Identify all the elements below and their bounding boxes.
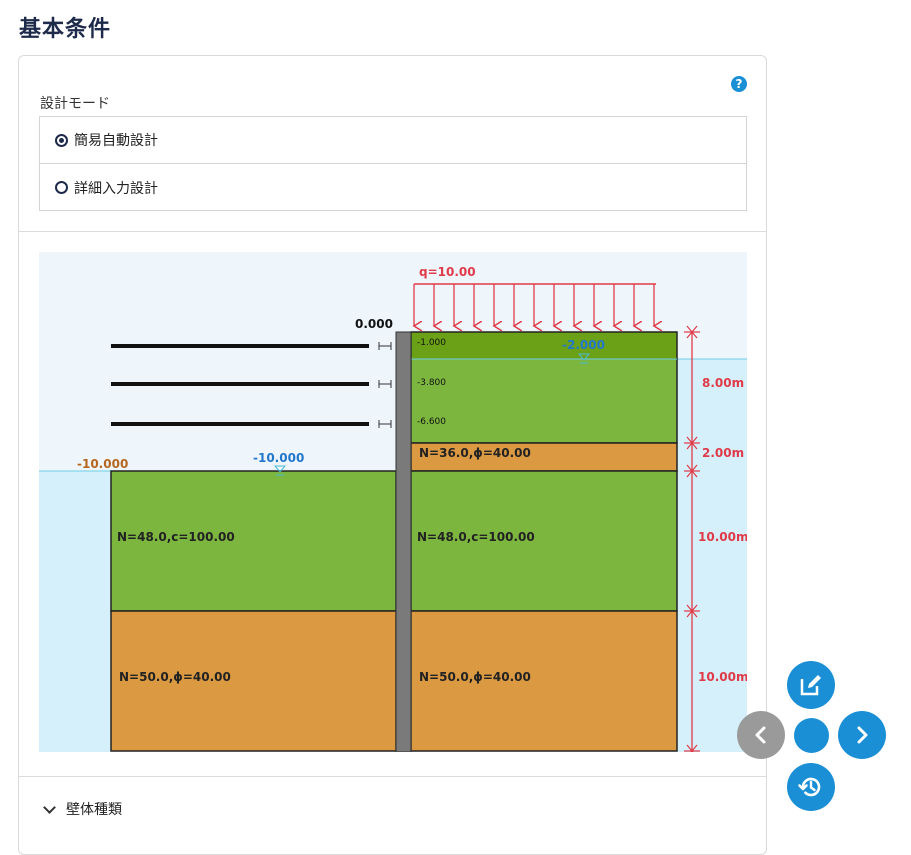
excavation-level-label: -10.000 <box>77 457 128 471</box>
struts <box>111 342 392 428</box>
dimension-ticks <box>684 325 700 752</box>
radio-option-simple-auto[interactable]: 簡易自動設計 <box>40 117 746 164</box>
edit-button[interactable] <box>787 661 835 709</box>
layer-label: N=50.0,ϕ=40.00 <box>419 670 531 684</box>
page-title: 基本条件 <box>19 17 112 42</box>
radio-checked-icon[interactable] <box>55 133 68 147</box>
retaining-wall <box>395 331 412 752</box>
page-indicator-dot[interactable] <box>794 718 829 753</box>
back-water-area <box>677 359 747 752</box>
dimension-lines <box>684 325 700 752</box>
retaining-wall-diagram: q=10.00 0.000 -1.000 -3.800 -6.600 -2.00… <box>39 252 747 752</box>
water-level-marker-back <box>577 353 591 364</box>
diagram-svg: q=10.00 0.000 -1.000 -3.800 -6.600 -2.00… <box>39 252 747 752</box>
front-water-level-label: -10.000 <box>253 451 304 465</box>
load-label: q=10.00 <box>419 265 476 279</box>
dimension-label: 8.00m <box>702 376 744 390</box>
load-arrows <box>414 284 654 326</box>
ground-level-label: 0.000 <box>355 317 393 331</box>
strut-level-label: -1.000 <box>417 338 446 348</box>
divider <box>19 231 766 232</box>
history-icon <box>798 777 821 797</box>
wall-type-section-toggle[interactable]: 壁体種類 <box>43 799 122 819</box>
layer-label: N=48.0,c=100.00 <box>117 530 235 544</box>
edit-icon <box>800 675 821 696</box>
strut-level-label: -3.800 <box>417 378 446 388</box>
layer-label: N=36.0,ϕ=40.00 <box>419 446 531 460</box>
divider <box>19 776 766 777</box>
history-button[interactable] <box>787 763 835 811</box>
dimension-label: 2.00m <box>702 446 744 460</box>
chevron-left-icon <box>755 726 766 744</box>
radio-unchecked-icon[interactable] <box>55 181 68 194</box>
layer-label: N=48.0,c=100.00 <box>417 530 535 544</box>
strut-level-label: -6.600 <box>417 417 446 427</box>
previous-button[interactable] <box>737 711 785 759</box>
radio-option-detailed-input[interactable]: 詳細入力設計 <box>40 164 746 211</box>
design-mode-label: 設計モード <box>40 96 110 112</box>
dimension-label: 10.00m <box>698 530 747 544</box>
dimension-label: 10.00m <box>698 670 747 684</box>
back-clay-upper-layer <box>411 359 677 443</box>
layer-label: N=50.0,ϕ=40.00 <box>119 670 231 684</box>
surcharge-load <box>414 283 656 326</box>
next-button[interactable] <box>838 711 886 759</box>
design-mode-radio-group: 簡易自動設計 詳細入力設計 <box>39 116 747 211</box>
radio-option-label: 詳細入力設計 <box>74 180 158 197</box>
wall-type-label: 壁体種類 <box>66 802 122 818</box>
chevron-down-icon <box>43 800 56 814</box>
chevron-right-icon <box>857 726 868 744</box>
help-icon[interactable]: ? <box>731 76 747 92</box>
front-sand-layer <box>110 610 397 752</box>
radio-option-label: 簡易自動設計 <box>74 133 158 149</box>
back-clay-top-layer <box>411 332 677 359</box>
back-water-level-label: -2.000 <box>562 338 605 352</box>
back-sand-deep-layer <box>410 610 678 752</box>
water-level-marker-front <box>273 465 287 476</box>
front-water-area <box>39 471 111 752</box>
